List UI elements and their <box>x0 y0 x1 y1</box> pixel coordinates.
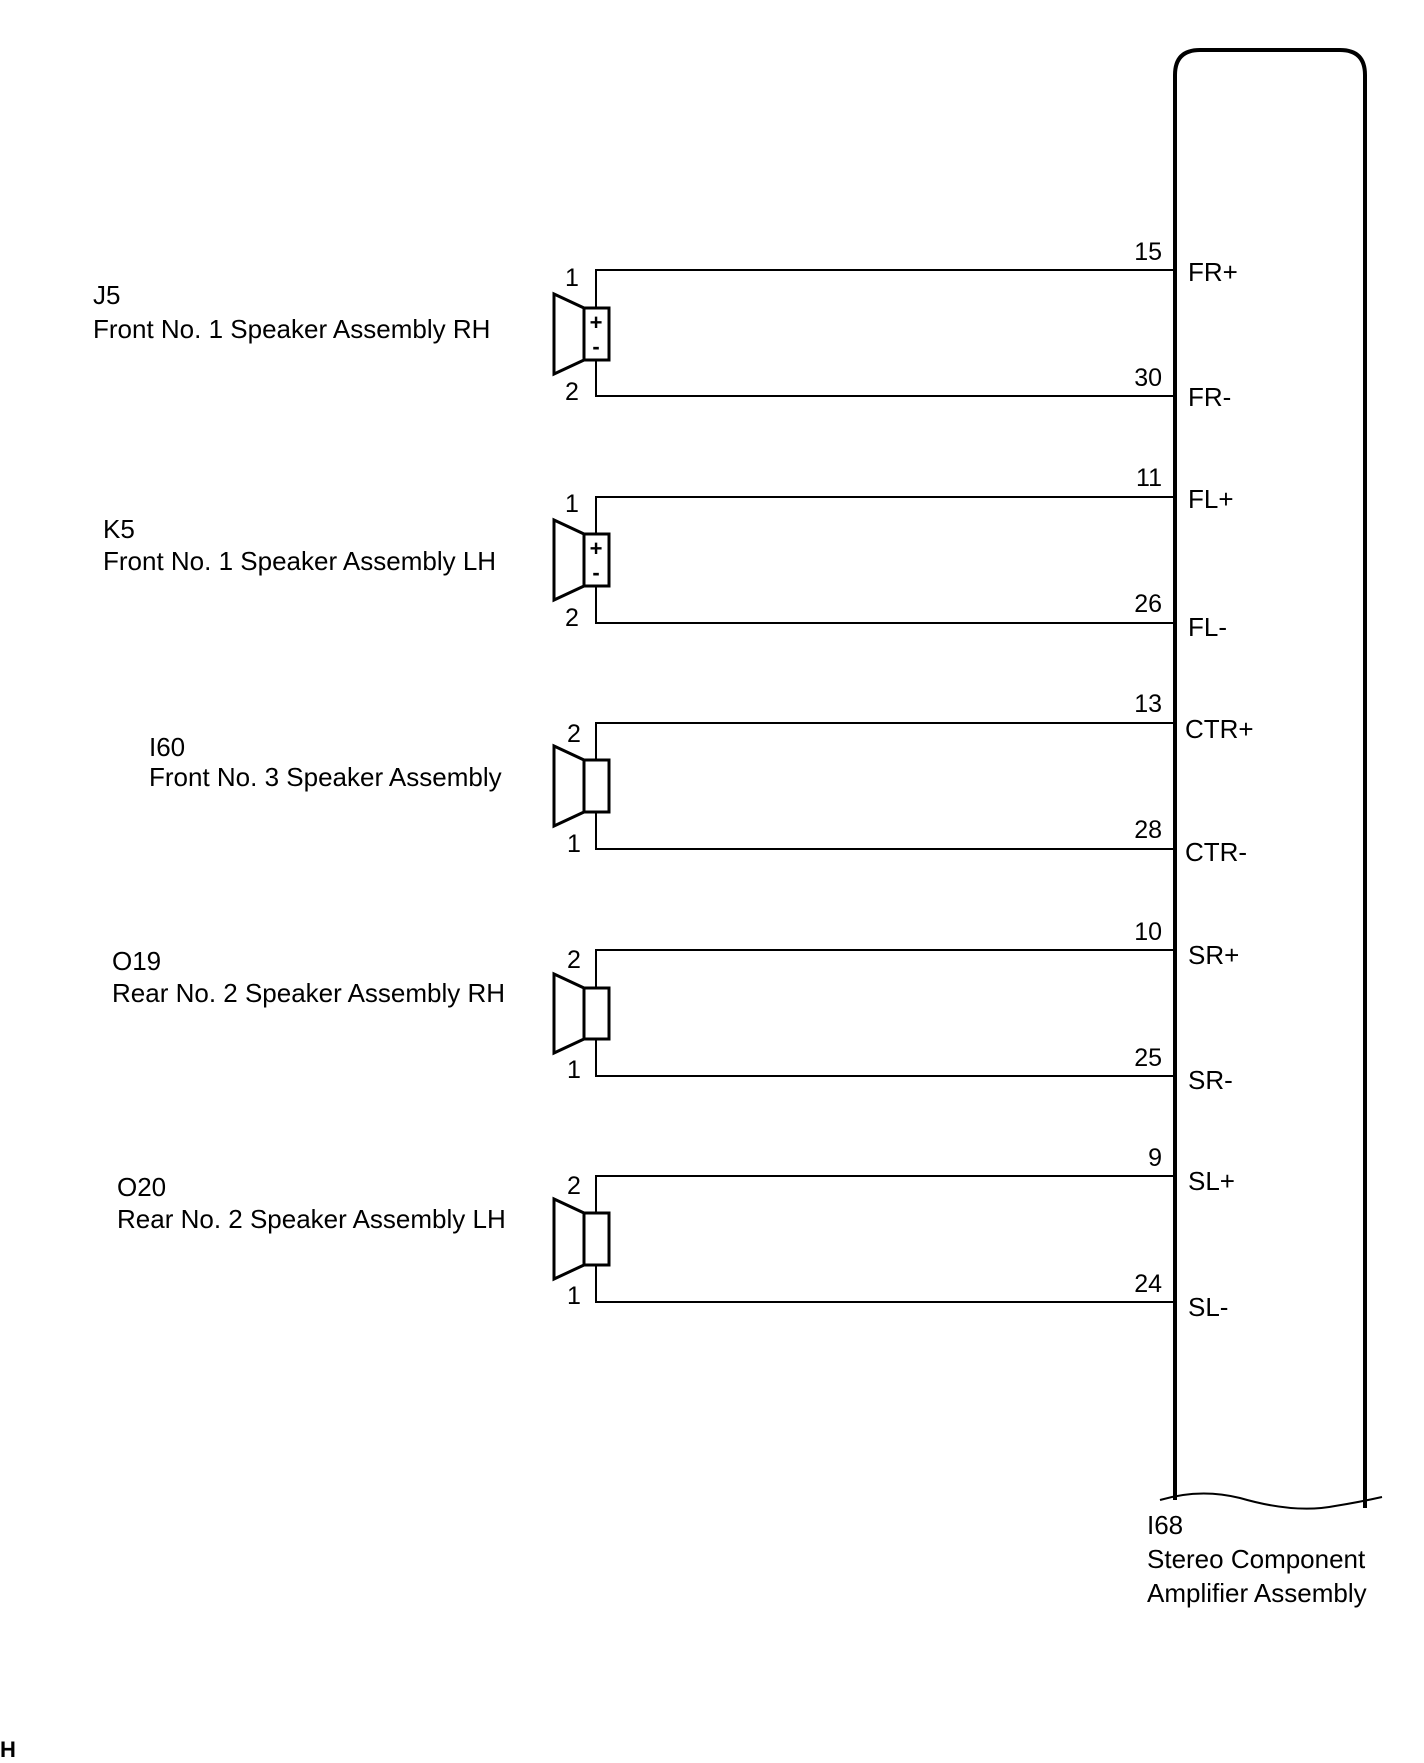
speaker-k5: K5 Front No. 1 Speaker Assembly LH + - 1… <box>103 490 1175 632</box>
polarity-minus: - <box>592 560 599 585</box>
speaker-name-label: Rear No. 2 Speaker Assembly RH <box>112 978 505 1008</box>
speaker-j5: J5 Front No. 1 Speaker Assembly RH + - 1… <box>93 264 1175 406</box>
terminal-signal-fr-plus: FR+ <box>1188 257 1238 287</box>
speaker-icon <box>552 743 586 829</box>
amplifier-outline <box>1173 48 1367 1508</box>
amplifier-block: I68 Stereo Component Amplifier Assembly <box>1147 48 1383 1608</box>
speaker-name-label: Front No. 3 Speaker Assembly <box>149 762 502 792</box>
speaker-magnet <box>582 758 611 814</box>
terminal-pin-sl-plus: 9 <box>1148 1144 1162 1172</box>
pin-bottom: 1 <box>567 1282 581 1310</box>
speaker-icon <box>552 517 586 603</box>
speaker-o20: O20 Rear No. 2 Speaker Assembly LH 2 1 <box>117 1172 1175 1310</box>
speaker-magnet <box>582 532 611 588</box>
wire-bottom <box>595 1265 1175 1303</box>
speaker-icon <box>552 1196 586 1282</box>
speaker-name-label: Front No. 1 Speaker Assembly RH <box>93 314 490 344</box>
speaker-magnet <box>582 1211 611 1267</box>
pin-top: 1 <box>565 264 579 292</box>
speaker-magnet <box>582 306 611 362</box>
pin-top: 2 <box>567 946 581 974</box>
terminal-pin-sr-plus: 10 <box>1134 918 1162 946</box>
pin-bottom: 2 <box>565 604 579 632</box>
terminal-signal-fl-plus: FL+ <box>1188 484 1234 514</box>
terminal-pin-ctr-minus: 28 <box>1134 816 1162 844</box>
terminal-pin-fr-plus: 15 <box>1134 238 1162 266</box>
polarity-plus: + <box>590 536 603 561</box>
pin-top: 2 <box>567 1172 581 1200</box>
terminal-pin-sl-minus: 24 <box>1134 1270 1162 1298</box>
terminal-pin-fl-plus: 11 <box>1136 464 1162 492</box>
pin-bottom: 1 <box>567 1056 581 1084</box>
terminal-pin-ctr-plus: 13 <box>1134 690 1162 718</box>
speaker-connector-label: I60 <box>149 732 185 762</box>
terminal-signal-ctr-plus: CTR+ <box>1185 714 1254 744</box>
terminal-signal-sr-plus: SR+ <box>1188 940 1239 970</box>
terminal-pin-fl-minus: 26 <box>1134 590 1162 618</box>
speaker-magnet <box>582 986 611 1041</box>
wire-bottom <box>595 584 1175 624</box>
speaker-connector-label: J5 <box>93 280 120 310</box>
wire-top <box>595 949 1175 988</box>
terminal-signal-fl-minus: FL- <box>1188 612 1227 642</box>
wire-top <box>595 722 1175 760</box>
terminal-signal-sr-minus: SR- <box>1188 1065 1233 1095</box>
pin-bottom: 2 <box>565 378 579 406</box>
amplifier-pin-numbers: 15 30 11 26 13 28 10 25 9 24 <box>1134 238 1162 1298</box>
pin-top: 1 <box>565 490 579 518</box>
speaker-connector-label: K5 <box>103 514 135 544</box>
polarity-plus: + <box>590 310 603 335</box>
pin-top: 2 <box>567 720 581 748</box>
amplifier-name-line2: Amplifier Assembly <box>1147 1578 1367 1608</box>
speaker-connector-label: O20 <box>117 1172 166 1202</box>
amplifier-connector-label: I68 <box>1147 1510 1183 1540</box>
speaker-name-label: Front No. 1 Speaker Assembly LH <box>103 546 496 576</box>
amplifier-break-line <box>1159 1492 1383 1510</box>
polarity-minus: - <box>592 334 599 359</box>
speaker-o19: O19 Rear No. 2 Speaker Assembly RH 2 1 <box>112 946 1175 1084</box>
wire-top <box>595 1175 1175 1213</box>
speaker-connector-label: O19 <box>112 946 161 976</box>
speaker-name-label: Rear No. 2 Speaker Assembly LH <box>117 1204 506 1234</box>
terminal-signal-ctr-minus: CTR- <box>1185 837 1247 867</box>
terminal-pin-fr-minus: 30 <box>1134 364 1162 392</box>
wire-bottom <box>595 358 1175 397</box>
wire-top <box>595 269 1175 310</box>
pin-bottom: 1 <box>567 830 581 858</box>
corner-mark: H <box>0 1737 16 1762</box>
wire-top <box>595 496 1175 536</box>
speaker-icon <box>552 971 586 1056</box>
wire-bottom <box>595 1039 1175 1077</box>
wire-bottom <box>595 812 1175 850</box>
amplifier-name-line1: Stereo Component <box>1147 1544 1366 1574</box>
terminal-signal-sl-minus: SL- <box>1188 1292 1228 1322</box>
amplifier-signal-names: FR+ FR- FL+ FL- CTR+ CTR- SR+ SR- SL+ SL… <box>1185 257 1254 1322</box>
speaker-i60: I60 Front No. 3 Speaker Assembly 2 1 <box>149 720 1175 858</box>
terminal-signal-sl-plus: SL+ <box>1188 1166 1235 1196</box>
terminal-pin-sr-minus: 25 <box>1134 1044 1162 1072</box>
terminal-signal-fr-minus: FR- <box>1188 382 1231 412</box>
speaker-icon <box>552 291 586 377</box>
